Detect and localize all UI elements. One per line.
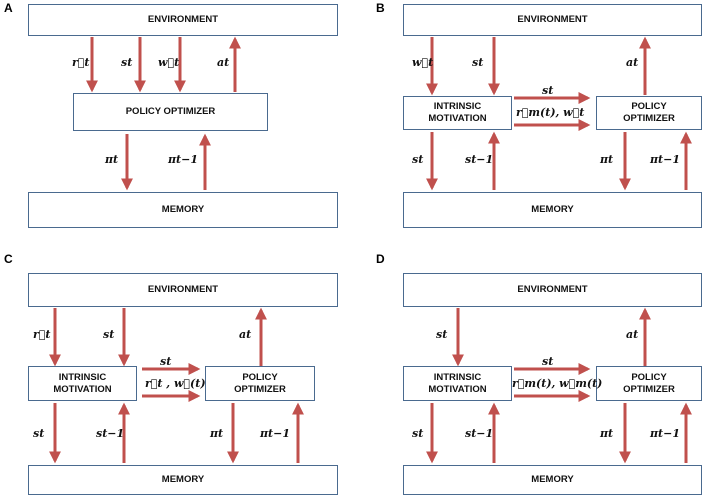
panel-a-label-a: at (217, 56, 230, 69)
panel-d-label-s-mid: st (542, 355, 554, 368)
panel-b-memory-label: MEMORY (531, 204, 574, 216)
panel-c-environment-box: ENVIRONMENT (28, 273, 338, 307)
panel-c-label-s-mid: st (160, 355, 172, 368)
panel-letter-a: A (4, 1, 13, 15)
panel-a-policy-box: POLICY OPTIMIZER (73, 93, 268, 131)
panel-c-policy-label-2: OPTIMIZER (234, 383, 286, 395)
panel-b-intrinsic-label-2: MOTIVATION (428, 113, 487, 124)
panel-d-environment-label: ENVIRONMENT (517, 284, 588, 296)
panel-c-label-r: r⃗t (33, 328, 51, 341)
panel-b-intrinsic-box: INTRINSIC MOTIVATION (403, 96, 512, 130)
panel-b-label-sm1: st−1 (465, 153, 494, 166)
panel-d-label-rw: r⃗m(t), w⃗m(t) (512, 377, 603, 390)
panel-c-label-pi: πt (210, 427, 224, 440)
panel-letter-c: C (4, 252, 13, 266)
panel-b-label-s-top: st (472, 56, 484, 69)
panel-a-label-s: st (121, 56, 133, 69)
panel-a-environment-box: ENVIRONMENT (28, 4, 338, 36)
panel-b-label-s-bot: st (412, 153, 424, 166)
panel-b-label-s-mid: st (542, 84, 554, 97)
panel-d-label-pi: πt (600, 427, 614, 440)
panel-c-label-sm1: st−1 (96, 427, 125, 440)
panel-b-policy-label-2: OPTIMIZER (623, 113, 675, 124)
panel-d-policy-label-2: OPTIMIZER (623, 383, 675, 395)
panel-c-memory-box: MEMORY (28, 465, 338, 495)
panel-a-label-r: r⃗t (72, 56, 90, 69)
panel-d-memory-label: MEMORY (531, 474, 574, 486)
panel-c-label-s-bot: st (33, 427, 45, 440)
panel-d-memory-box: MEMORY (403, 465, 702, 495)
panel-d-policy-label-1: POLICY (631, 371, 667, 383)
panel-d-label-a: at (626, 328, 639, 341)
panel-c-intrinsic-label-1: INTRINSIC (58, 371, 107, 383)
panel-d-environment-box: ENVIRONMENT (403, 273, 702, 307)
panel-c-intrinsic-label-2: MOTIVATION (53, 383, 112, 395)
panel-b-label-a: at (626, 56, 639, 69)
panel-b-label-pi: πt (600, 153, 614, 166)
panel-a-policy-label: POLICY OPTIMIZER (125, 106, 216, 118)
panel-b-label-rw: r⃗m(t), w⃗t (516, 106, 585, 119)
panel-c-policy-box: POLICY OPTIMIZER (205, 366, 315, 401)
panel-a-label-w: w⃗t (158, 56, 180, 69)
panel-b-policy-label-1: POLICY (631, 101, 667, 113)
panel-b-policy-box: POLICY OPTIMIZER (596, 96, 702, 130)
panel-d-label-s-bot: st (412, 427, 424, 440)
panel-d-intrinsic-label-1: INTRINSIC (433, 371, 482, 383)
panel-letter-b: B (376, 1, 385, 15)
panel-d-label-s-top: st (436, 328, 448, 341)
panel-a-label-pim1: πt−1 (168, 153, 199, 166)
panel-c-label-rw: r⃗t , w⃗(t) (145, 377, 206, 390)
panel-b-memory-box: MEMORY (403, 192, 702, 228)
panel-c-label-pim1: πt−1 (260, 427, 291, 440)
panel-a-memory-label: MEMORY (161, 204, 205, 216)
panel-d-policy-box: POLICY OPTIMIZER (596, 366, 702, 401)
panel-c-intrinsic-box: INTRINSIC MOTIVATION (28, 366, 137, 401)
panel-d-label-pim1: πt−1 (650, 427, 681, 440)
panel-letter-d: D (376, 252, 385, 266)
panel-a-label-pi: πt (105, 153, 119, 166)
panel-b-label-pim1: πt−1 (650, 153, 681, 166)
panel-b-environment-label: ENVIRONMENT (517, 14, 588, 26)
panel-a-environment-label: ENVIRONMENT (147, 14, 219, 26)
panel-c-policy-label-1: POLICY (242, 371, 278, 383)
panel-b-intrinsic-label-1: INTRINSIC (433, 101, 482, 113)
panel-b-label-w: w⃗t (412, 56, 434, 69)
panel-c-memory-label: MEMORY (161, 474, 205, 486)
panel-a-memory-box: MEMORY (28, 192, 338, 228)
panel-c-label-a: at (239, 328, 252, 341)
panel-d-label-sm1: st−1 (465, 427, 494, 440)
panel-c-environment-label: ENVIRONMENT (147, 284, 219, 296)
panel-d-intrinsic-box: INTRINSIC MOTIVATION (403, 366, 512, 401)
panel-c-label-s-top: st (103, 328, 115, 341)
panel-d-intrinsic-label-2: MOTIVATION (428, 383, 487, 395)
panel-b-environment-box: ENVIRONMENT (403, 4, 702, 36)
